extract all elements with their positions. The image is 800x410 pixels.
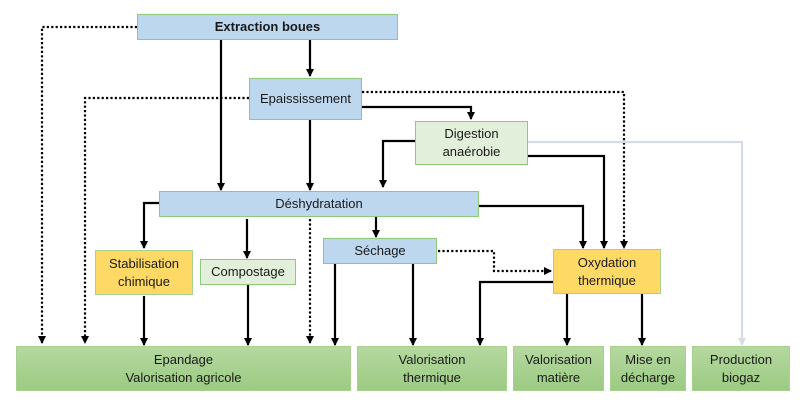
node-label: Extraction boues [214, 19, 321, 34]
node-label: Oxydation thermique [577, 254, 637, 288]
node-valorisation-matiere: Valorisation matière [513, 346, 604, 391]
node-oxydation-thermique: Oxydation thermique [553, 249, 661, 294]
node-label: Compostage [211, 264, 285, 279]
node-epandage-valorisation-agricole: Epandage Valorisation agricole [16, 346, 351, 391]
node-label: Mise en décharge [620, 351, 676, 385]
edge-epaississement-oxydation [362, 90, 628, 249]
edge-epaississement-digestion [362, 105, 475, 120]
edge-oxydation-valorisation-thermique [476, 280, 553, 346]
edge-digestion-production-biogaz [528, 140, 746, 346]
node-label: Séchage [354, 243, 406, 258]
edge-digestion-oxydation [528, 154, 608, 249]
node-label: Valorisation matière [525, 351, 592, 385]
node-label: Déshydratation [275, 196, 363, 211]
edge-extraction-epandage [38, 25, 137, 344]
node-sechage: Séchage [323, 238, 437, 264]
node-label: Valorisation thermique [398, 351, 466, 385]
node-mise-en-decharge: Mise en décharge [610, 346, 686, 391]
node-label: Digestion anaérobie [442, 126, 501, 159]
node-extraction-boues: Extraction boues [137, 14, 398, 40]
edge-epaississement-epandage [81, 96, 249, 344]
edge-digestion-deshydratation [379, 139, 415, 188]
node-label: Epandage Valorisation agricole [125, 351, 242, 385]
edge-deshydratation-oxydation [479, 204, 587, 249]
node-compostage: Compostage [200, 259, 296, 285]
edge-sechage-oxydation [438, 249, 552, 275]
node-label: Epaississement [259, 91, 352, 106]
node-stabilisation-chimique: Stabilisation chimique [95, 250, 193, 295]
node-digestion-anaerobie: Digestion anaérobie [415, 121, 528, 165]
node-production-biogaz: Production biogaz [692, 346, 790, 391]
node-label: Production biogaz [709, 351, 773, 385]
edge-deshydratation-stabilisation [140, 201, 159, 249]
node-deshydratation: Déshydratation [159, 191, 479, 217]
node-label: Stabilisation chimique [108, 255, 180, 289]
node-epaississement: Epaississement [249, 78, 362, 120]
node-valorisation-thermique: Valorisation thermique [357, 346, 507, 391]
